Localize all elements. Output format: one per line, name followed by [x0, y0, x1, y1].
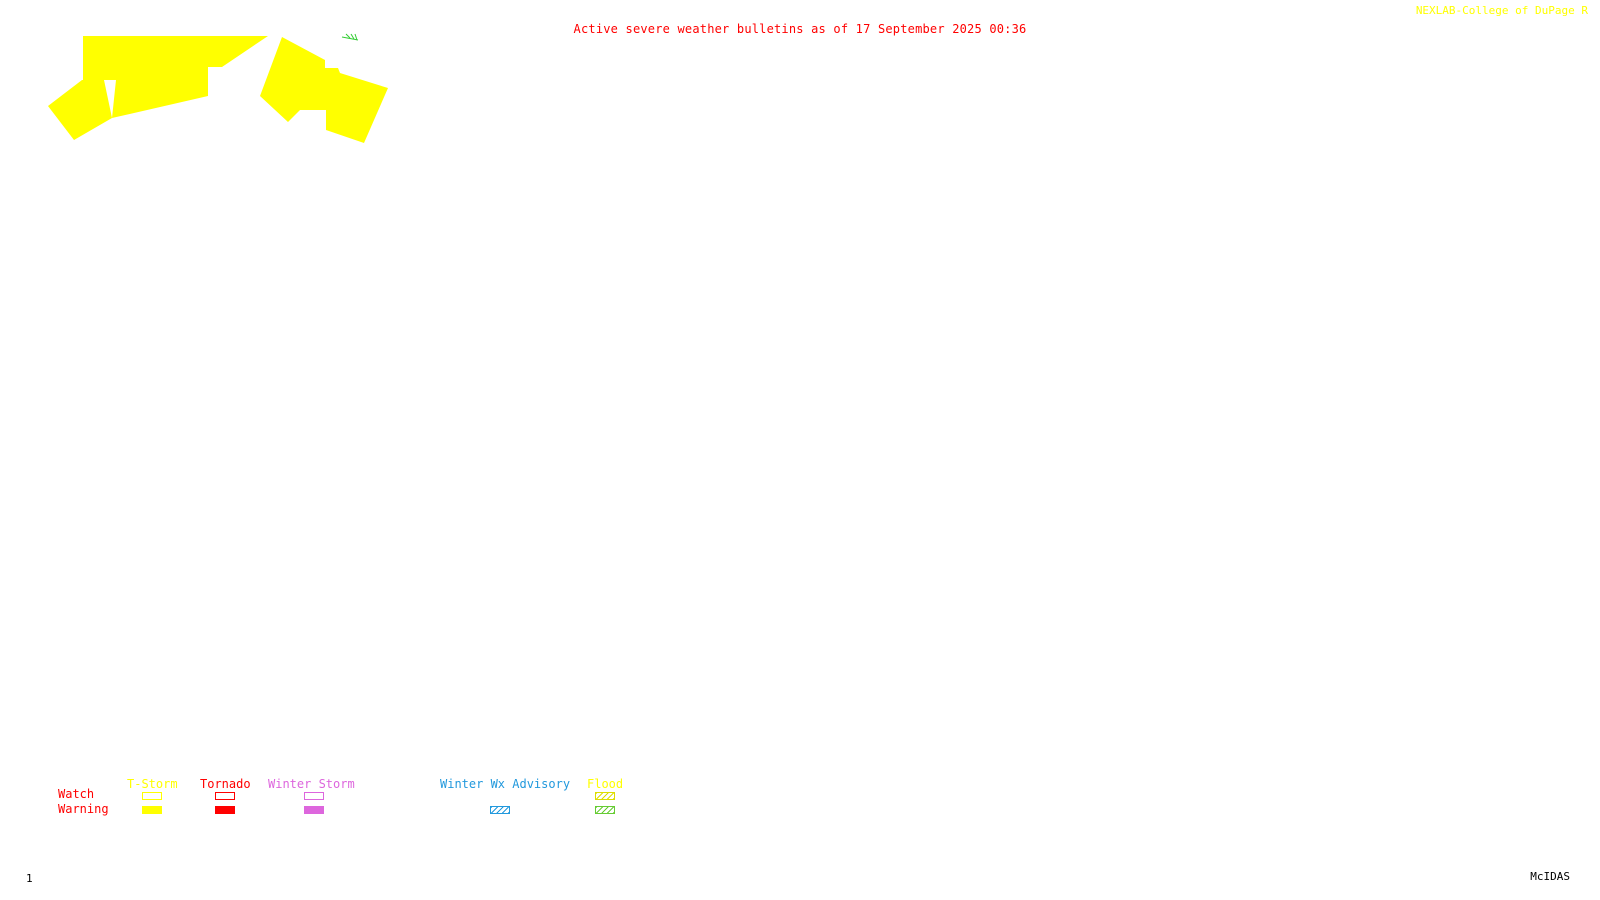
tstorm-warning-polygon-2: [48, 80, 112, 140]
legend-tstorm-warning-swatch: [142, 806, 162, 814]
credit-label: NEXLAB-College of DuPage R: [1415, 4, 1588, 17]
frame-number: 1: [26, 872, 33, 885]
legend-tornado-watch-swatch: [215, 792, 235, 800]
legend-winter-storm-warning-swatch: [304, 806, 324, 814]
legend-tstorm-watch-swatch: [142, 792, 162, 800]
legend-tstorm-label: T-Storm: [127, 777, 178, 791]
legend-winter-storm-label: Winter Storm: [268, 777, 355, 791]
legend-tornado-label: Tornado: [200, 777, 251, 791]
software-label: McIDAS: [1530, 870, 1570, 883]
legend-flood-label: Flood: [587, 777, 624, 791]
legend-watch-label: Watch: [58, 787, 95, 801]
tstorm-warning-polygon-3: [260, 37, 388, 143]
legend-winter-wx-advisory-label: Winter Wx Advisory: [440, 777, 571, 791]
legend-winter-wx-advisory-swatch: [490, 806, 510, 814]
flood-warning-mark: [341, 33, 359, 41]
warning-map: [48, 33, 388, 143]
page-title: Active severe weather bulletins as of 17…: [573, 22, 1027, 36]
tstorm-warning-polygon-1: [83, 36, 268, 118]
legend-flood-watch-swatch: [595, 792, 615, 800]
legend-flood-warning-swatch: [595, 806, 615, 814]
legend-tornado-warning-swatch: [215, 806, 235, 814]
legend-warning-label: Warning: [58, 802, 109, 816]
legend-winter-storm-watch-swatch: [304, 792, 324, 800]
